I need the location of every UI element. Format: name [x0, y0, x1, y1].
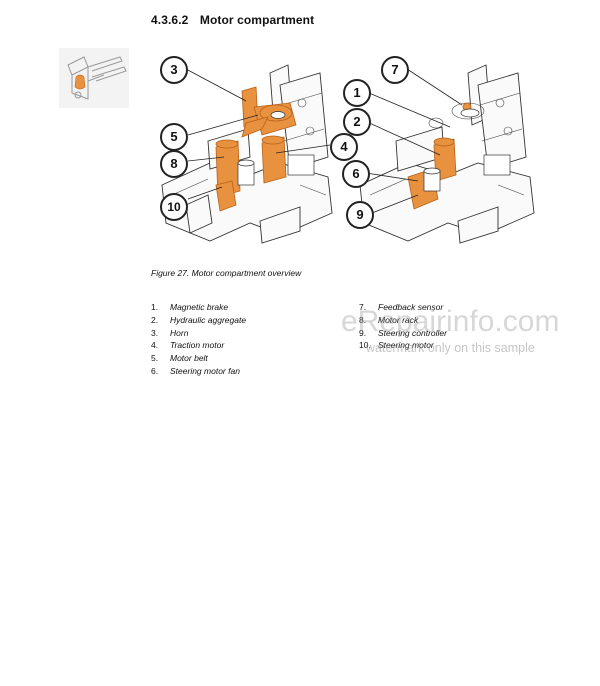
legend-item: 5.Motor belt — [151, 353, 208, 364]
callout-1: 1 — [343, 79, 371, 107]
section-heading: 4.3.6.2 Motor compartment — [151, 13, 314, 27]
legend-item: 10.Steering motor — [359, 340, 434, 351]
legend-list-right: 7.Feedback sensor 8.Motor rack 9.Steerin… — [359, 301, 447, 352]
figure-caption: Figure 27. Motor compartment overview — [151, 268, 302, 278]
legend-list-left: 1.Magnetic brake 2.Hydraulic aggregate 3… — [151, 301, 246, 378]
legend-item: 3.Horn — [151, 327, 189, 338]
legend-item: 9.Steering controller — [359, 327, 447, 338]
callout-8: 8 — [160, 150, 188, 178]
legend-item: 2.Hydraulic aggregate — [151, 314, 247, 325]
section-title: Motor compartment — [199, 13, 315, 27]
right-view-drawing — [359, 64, 535, 244]
legend-item: 8.Motor rack — [359, 314, 419, 325]
section-number: 4.3.6.2 — [151, 13, 189, 27]
motor-compartment-figure — [161, 64, 535, 244]
legend-item: 1.Magnetic brake — [151, 302, 229, 312]
left-view-drawing — [161, 64, 333, 244]
callout-6: 6 — [342, 160, 370, 188]
callout-10: 10 — [160, 193, 188, 221]
legend-item: 7.Feedback sensor — [359, 302, 444, 312]
legend-item: 4.Traction motor — [151, 340, 225, 351]
callout-4: 4 — [330, 133, 358, 161]
callout-5: 5 — [160, 123, 188, 151]
callout-9: 9 — [346, 201, 374, 229]
callout-7: 7 — [381, 56, 409, 84]
callout-2: 2 — [343, 108, 371, 136]
legend-item: 6.Steering motor fan — [151, 365, 240, 376]
truck-thumbnail-image — [59, 48, 129, 108]
callout-3: 3 — [160, 56, 188, 84]
